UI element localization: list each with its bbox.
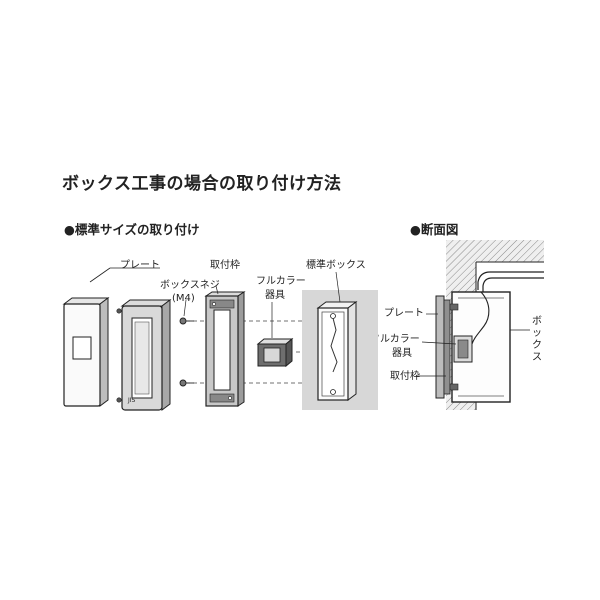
label-standard-box: 標準ボックス <box>306 260 366 271</box>
cross-label-plate: プレート <box>384 308 424 319</box>
fullcolor-device-drawing <box>256 302 294 368</box>
section-standard-heading: ●標準サイズの取り付け <box>64 222 200 237</box>
label-fullcolor-2: 器具 <box>265 290 285 301</box>
label-box-screw: ボックスネジ <box>160 280 220 291</box>
standard-box-drawing <box>302 271 378 410</box>
cross-label-frame: 取付枠 <box>390 371 420 382</box>
label-frame: 取付枠 <box>210 260 240 271</box>
label-m4: (M4) <box>172 293 195 304</box>
page-title: ボックス工事の場合の取り付け方法 <box>62 174 342 194</box>
svg-text:JIS: JIS <box>127 397 136 404</box>
cross-label-box: ボックス <box>532 316 542 363</box>
label-plate: プレート <box>120 260 160 271</box>
plate-frame-drawing: JIS <box>120 299 172 411</box>
cross-section-drawing <box>416 240 544 410</box>
box-screw-icon <box>179 299 194 387</box>
cross-label-fullcolor-2: 器具 <box>392 348 412 359</box>
section-cross-heading: ●断面図 <box>410 222 459 237</box>
plate-screws <box>116 308 122 403</box>
cross-label-fullcolor-1: フルカラー <box>370 334 420 345</box>
label-fullcolor-1: フルカラー <box>256 276 306 287</box>
plate-drawing <box>62 267 160 407</box>
mounting-frame-drawing <box>204 285 246 407</box>
